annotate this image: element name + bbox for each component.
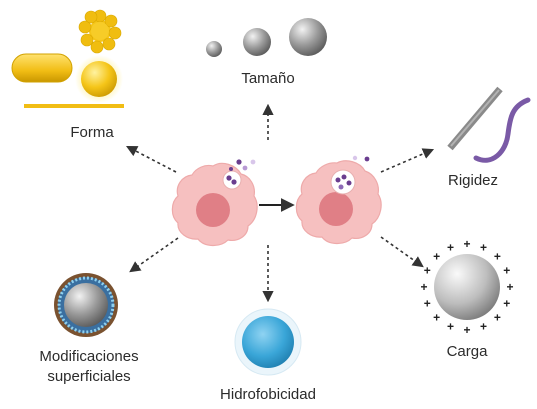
plus-charge-icon: + (463, 237, 470, 251)
dashed-arrows (126, 103, 435, 303)
plus-charge-icon: + (463, 323, 470, 337)
label-tamano: Tamaño (241, 70, 294, 87)
plus-charge-icon: + (424, 297, 431, 311)
label-carga: Carga (447, 343, 489, 360)
charged-particle-icon (434, 254, 500, 320)
plus-charge-icon: + (503, 264, 510, 278)
size-group (206, 18, 327, 57)
rigidity-group (447, 86, 531, 163)
plus-charge-icon: + (494, 310, 501, 324)
flexible-polymer-icon (473, 97, 531, 163)
plus-charge-icon: + (506, 280, 513, 294)
star-nanoparticle-icon (78, 9, 122, 54)
shape-group (11, 9, 124, 108)
arrow-to-rigidez (380, 148, 435, 173)
label-forma: Forma (70, 124, 114, 141)
label-modificaciones-line2: superficiales (47, 368, 130, 385)
plus-charge-icon: + (433, 250, 440, 264)
plus-charge-icon: + (433, 310, 440, 324)
sphere-nanoparticle-icon (81, 61, 117, 97)
large-sphere-icon (289, 18, 327, 56)
plus-charge-icon: + (503, 297, 510, 311)
arrow-to-modificaciones (129, 237, 179, 273)
label-modificaciones-line1: Modificaciones (39, 348, 138, 365)
plus-charge-icon: + (480, 320, 487, 334)
plus-charge-icon: + (420, 280, 427, 294)
plus-charge-icon: + (447, 240, 454, 254)
endosome (330, 169, 356, 195)
medium-sphere-icon (243, 28, 271, 56)
rod-nanoparticle-icon (11, 53, 73, 83)
plus-charge-icon: + (494, 250, 501, 264)
cell-nucleus (196, 193, 230, 227)
arrow-to-carga (380, 236, 424, 268)
planar-nanoparticle-icon (24, 104, 124, 108)
plus-charge-icon: + (480, 240, 487, 254)
endosome (222, 170, 242, 190)
nanoparticle-dot (236, 159, 242, 165)
cell-before (171, 159, 258, 247)
label-hidrofobicidad: Hidrofobicidad (220, 386, 316, 403)
plus-charge-icon: + (447, 320, 454, 334)
cell-after (295, 155, 382, 245)
hydrophobicity-icon (234, 308, 302, 376)
surface-modification-icon (54, 273, 118, 337)
cell-nucleus (319, 192, 353, 226)
arrow-to-forma (126, 145, 177, 173)
plus-charge-icon: + (424, 264, 431, 278)
positive-charge-icons: ++++++++++++++++ (420, 237, 513, 337)
label-rigidez: Rigidez (448, 172, 498, 189)
small-sphere-icon (206, 41, 222, 57)
charge-group: ++++++++++++++++ (420, 237, 513, 337)
